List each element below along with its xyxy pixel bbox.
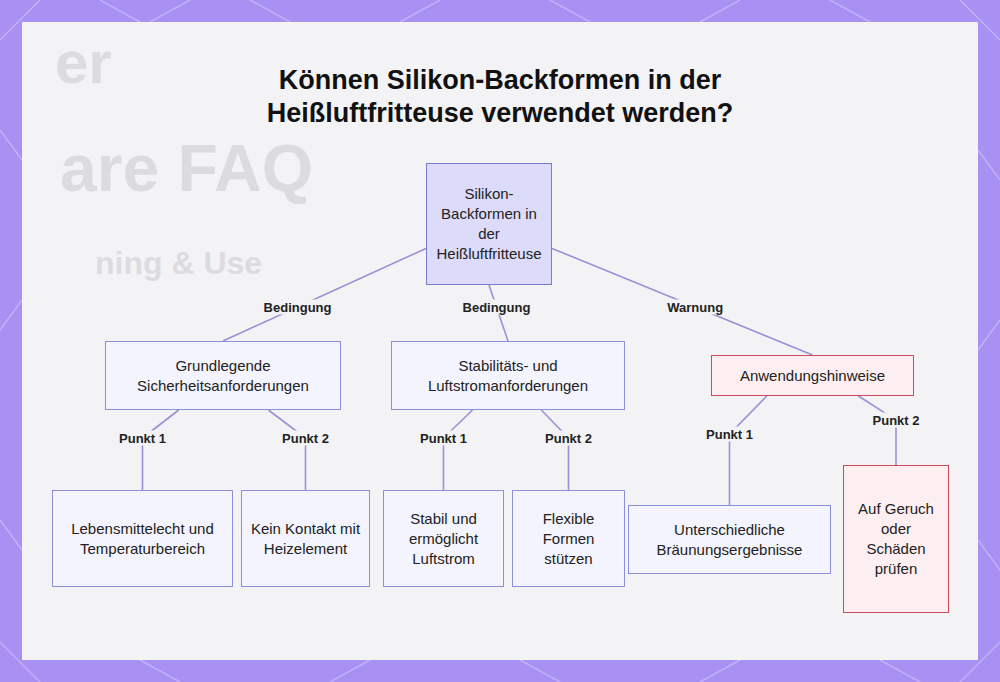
topic-box: Flexible Formen stützen bbox=[512, 490, 625, 587]
diagram-title: Können Silikon-Backformen in der Heißluf… bbox=[215, 64, 785, 130]
text-group: Stabil und ermöglicht Luftstrom bbox=[390, 509, 497, 569]
node-text: Silikon-Backformen in der Heißluftfritte… bbox=[433, 184, 545, 264]
edge-label: Punkt 1 bbox=[704, 427, 755, 442]
tree-connector bbox=[552, 248, 813, 355]
topic-box: Unterschiedliche Bräunungsergebnisse bbox=[628, 505, 831, 574]
watermark-text: ning & Use bbox=[95, 245, 262, 282]
text-group: Silikon-Backformen in der Heißluftfritte… bbox=[433, 184, 545, 264]
tree-connector bbox=[143, 410, 179, 490]
text-group: Flexible Formen stützen bbox=[519, 509, 618, 569]
topic-box: Stabilitäts- und Luftstromanforderungen bbox=[391, 341, 625, 410]
topic-box: Lebensmittelecht und Temperaturbereich bbox=[52, 490, 233, 587]
topic-box: Auf Geruch oder Schäden prüfen bbox=[843, 465, 949, 613]
edge-label: Bedingung bbox=[262, 300, 334, 315]
text-group: Lebensmittelecht und Temperaturbereich bbox=[59, 519, 226, 559]
edge-label: Punkt 2 bbox=[543, 431, 594, 446]
tree-connector bbox=[858, 396, 896, 465]
text-group: Stabilitäts- und Luftstromanforderungen bbox=[398, 356, 618, 396]
root-box: Silikon-Backformen in der Heißluftfritte… bbox=[426, 163, 552, 285]
topic-box: Grundlegende Sicherheitsanforderungen bbox=[105, 341, 341, 410]
text-group: Grundlegende Sicherheitsanforderungen bbox=[112, 356, 334, 396]
edge-label: Punkt 1 bbox=[418, 431, 469, 446]
edge-label: Bedingung bbox=[461, 300, 533, 315]
watermark-text: are FAQ bbox=[60, 130, 313, 206]
node-text: Grundlegende Sicherheitsanforderungen bbox=[112, 356, 334, 396]
topic-box: Kein Kontakt mit Heizelement bbox=[241, 490, 370, 587]
edge-label: Punkt 2 bbox=[871, 413, 922, 428]
node-text: Kein Kontakt mit Heizelement bbox=[248, 519, 363, 559]
edge-label: Punkt 2 bbox=[280, 431, 331, 446]
topic-box: Stabil und ermöglicht Luftstrom bbox=[383, 490, 504, 587]
watermark-text: er bbox=[55, 28, 112, 97]
tree-connector bbox=[541, 410, 568, 490]
edge-label: Warnung bbox=[665, 300, 725, 315]
text-group: Unterschiedliche Bräunungsergebnisse bbox=[635, 520, 824, 560]
node-text: Stabil und ermöglicht Luftstrom bbox=[390, 509, 497, 569]
node-text: Flexible Formen stützen bbox=[519, 509, 618, 569]
node-text: Unterschiedliche Bräunungsergebnisse bbox=[635, 520, 824, 560]
tree-connector bbox=[268, 410, 305, 490]
tree-connector bbox=[730, 396, 767, 505]
node-text: Lebensmittelecht und Temperaturbereich bbox=[59, 519, 226, 559]
node-text: Stabilitäts- und Luftstromanforderungen bbox=[398, 356, 618, 396]
node-text: Anwendungshinweise bbox=[740, 366, 885, 386]
text-group: Anwendungshinweise bbox=[740, 366, 885, 386]
text-group: Kein Kontakt mit Heizelement bbox=[248, 519, 363, 559]
tree-connector bbox=[444, 410, 473, 490]
node-text: Auf Geruch oder Schäden prüfen bbox=[850, 499, 942, 579]
edge-label: Punkt 1 bbox=[117, 431, 168, 446]
text-group: Auf Geruch oder Schäden prüfen bbox=[850, 499, 942, 579]
topic-box: Anwendungshinweise bbox=[711, 355, 914, 396]
